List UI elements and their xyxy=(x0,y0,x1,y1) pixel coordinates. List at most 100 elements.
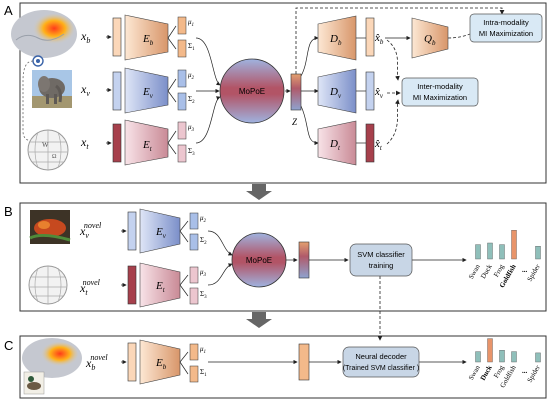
fish-image xyxy=(29,210,71,244)
svg-text:MoPoE: MoPoE xyxy=(246,256,272,265)
svg-text:μ3: μ3 xyxy=(188,123,195,133)
brain-image xyxy=(11,10,77,58)
class-label: Duck xyxy=(479,263,494,281)
latent-z-vector: Z xyxy=(290,73,302,127)
svg-text:Inter-modality: Inter-modality xyxy=(417,82,463,91)
svg-text:Eb: Eb xyxy=(142,33,154,47)
svg-text:Qb: Qb xyxy=(424,33,436,47)
svg-text:(Trained SVM classifier ): (Trained SVM classifier ) xyxy=(343,365,419,372)
text-input-vector xyxy=(112,123,122,163)
class-label: ... xyxy=(522,266,528,274)
neural-decoder-box: Neural decoder (Trained SVM classifier ) xyxy=(342,346,420,378)
svm-training-box: SVM classifier training xyxy=(349,243,413,277)
decoder-dv: Dv x̂v xyxy=(317,68,384,114)
svg-text:μ1: μ1 xyxy=(188,18,194,28)
svg-text:Et: Et xyxy=(155,280,166,294)
svg-text:Et: Et xyxy=(142,139,153,153)
latent-params-b-c: μ1 Σ1 xyxy=(189,343,207,383)
svg-text:xt: xt xyxy=(80,135,89,151)
svg-text:MI Maximization: MI Maximization xyxy=(413,93,467,102)
bar-duck xyxy=(487,338,493,363)
svg-text:Intra-modality: Intra-modality xyxy=(483,18,529,27)
encoder-et: Et xyxy=(124,119,169,166)
latent-params-t-b: μ3 Σ3 xyxy=(189,266,207,305)
class-label: ... xyxy=(522,367,528,375)
panel-c-label: C xyxy=(4,338,13,353)
visual-input-vector-b xyxy=(127,211,137,251)
panel-c-frame xyxy=(19,335,547,399)
encoder-ev: Ev xyxy=(124,67,169,114)
input-label-xb: xb xyxy=(80,29,90,45)
svg-text:training: training xyxy=(369,261,394,270)
encoder-ev-b: Ev xyxy=(139,208,181,254)
input-label-xt: xt xyxy=(80,135,89,151)
mopoe-fusion-b: MoPoE xyxy=(231,232,287,288)
svg-text:Ev: Ev xyxy=(155,226,167,240)
bar-duck xyxy=(487,242,493,260)
latent-params-v-b: μ2 Σ2 xyxy=(189,212,207,251)
brain-input-vector xyxy=(112,17,122,57)
svg-text:MoPoE: MoPoE xyxy=(239,87,265,96)
svg-text:Σ3: Σ3 xyxy=(188,147,195,157)
svg-text:xvnovel: xvnovel xyxy=(79,221,102,240)
encoder-eb-c: Eb xyxy=(139,339,181,385)
panel-b-connectors xyxy=(121,220,467,297)
brain-image-c xyxy=(22,338,82,378)
panel-a-frame xyxy=(19,2,547,184)
svg-text:xbnovel: xbnovel xyxy=(85,353,108,372)
bar-frog xyxy=(499,350,505,363)
inter-modality-box: Inter-modality MI Maximization xyxy=(401,77,479,107)
svg-text:μ2: μ2 xyxy=(188,71,195,81)
input-label-xv-novel: xvnovel xyxy=(79,221,102,240)
svg-text:Eb: Eb xyxy=(155,357,167,371)
svg-text:SVM classifier: SVM classifier xyxy=(357,250,405,259)
class-label: Duck xyxy=(479,364,494,382)
latent-params-v: μ2 Σ2 xyxy=(177,69,195,111)
input-label-xv: xv xyxy=(80,82,90,98)
intra-modality-box: Intra-modality MI Maximization xyxy=(469,13,543,43)
svg-text:Ω: Ω xyxy=(52,154,57,160)
class-label: Spider xyxy=(526,262,542,282)
svg-text:Dt: Dt xyxy=(329,138,341,152)
latent-params-t: μ3 Σ3 xyxy=(177,121,195,163)
input-label-xb-novel: xbnovel xyxy=(85,353,108,372)
svg-text:Σ2: Σ2 xyxy=(200,236,207,246)
panel-transition-arrow-ab xyxy=(246,184,272,200)
bar-frog xyxy=(499,244,505,260)
panel-b-frame xyxy=(19,202,547,312)
decoder-db: Db x̂b xyxy=(317,15,384,61)
svg-text:Σ1: Σ1 xyxy=(188,42,195,52)
latent-vector-b xyxy=(298,241,310,279)
q-block-qb: Qb xyxy=(411,17,449,59)
latent-params-b: μ1 Σ1 xyxy=(177,16,195,58)
bar-spider xyxy=(535,245,541,260)
svg-text:μ1: μ1 xyxy=(200,345,206,355)
svg-text:xtnovel: xtnovel xyxy=(79,278,101,297)
mopoe-fusion-a: MoPoE xyxy=(219,58,285,124)
encoder-et-b: Et xyxy=(139,262,181,308)
bar-spider xyxy=(535,352,541,363)
svg-text:Σ2: Σ2 xyxy=(188,95,195,105)
class-label: Swan xyxy=(467,263,482,281)
svg-text:xv: xv xyxy=(80,82,90,98)
input-label-xt-novel: xtnovel xyxy=(79,278,101,297)
wikipedia-globe-image: W Ω xyxy=(27,129,69,171)
svg-text:Z: Z xyxy=(292,117,298,127)
wikipedia-globe-image-b xyxy=(28,265,68,305)
svg-text:x̂v: x̂v xyxy=(374,86,384,100)
duck-thumbnail xyxy=(23,371,45,395)
svg-text:x̂t: x̂t xyxy=(374,138,383,152)
svg-text:Σ1: Σ1 xyxy=(200,368,207,378)
panel-c-connectors xyxy=(121,351,467,375)
svg-text:Σ3: Σ3 xyxy=(200,290,207,300)
svg-text:Db: Db xyxy=(329,33,342,47)
svg-text:Ev: Ev xyxy=(142,86,154,100)
svg-text:W: W xyxy=(42,141,49,149)
bar-goldfish xyxy=(511,229,517,260)
svg-text:μ2: μ2 xyxy=(200,214,207,224)
panel-a-connectors xyxy=(106,25,411,155)
elephant-image xyxy=(32,70,72,108)
brain-input-vector-c xyxy=(127,342,137,382)
